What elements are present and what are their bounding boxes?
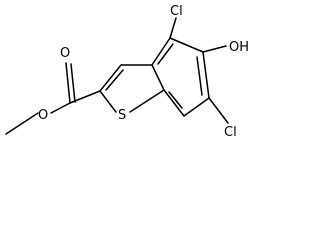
atom-label-carbonyl-oxygen: O	[60, 46, 70, 61]
bond-c5-c6	[202, 51, 210, 99]
bond-c5-oh	[202, 45, 227, 53]
bond-c4-cl-top	[169, 17, 177, 39]
bond-c6-c7	[183, 97, 210, 117]
bond-group	[5, 17, 229, 135]
atom-label-cl-top: Cl	[170, 4, 183, 19]
bond-c3a-c4-inner	[157, 43, 174, 65]
bond-c3a-c7a	[151, 64, 165, 91]
atom-label-ester-oxygen: O	[38, 108, 48, 123]
chemical-structure-diagram: Cl OH Cl S O O	[5, 4, 249, 140]
atom-label-cl-bottom: Cl	[224, 125, 237, 140]
atom-label-sulfur: S	[118, 108, 126, 123]
bond-s-c7a	[129, 89, 165, 113]
bond-carbonyl-c-c2	[69, 90, 101, 104]
bond-c3a-c4	[151, 37, 171, 66]
bond-ester-o-carbonyl-c	[50, 102, 71, 114]
bond-carbonyl-double-1	[65, 62, 71, 104]
bond-c5-c6-inner	[196, 56, 203, 96]
bond-methyl-ester-o	[5, 112, 39, 135]
bond-carbonyl-double-2	[70, 63, 76, 103]
bond-c7-c7a	[163, 89, 185, 117]
bond-c7-c7a-inner	[168, 91, 183, 109]
bond-c2-s	[99, 90, 117, 113]
atom-label-oh: OH	[229, 40, 249, 55]
bond-c6-cl-bottom	[208, 97, 229, 124]
bond-c2-c3-inner	[105, 69, 124, 91]
bond-c4-c5	[169, 37, 204, 53]
bond-c2-c3	[99, 64, 122, 92]
